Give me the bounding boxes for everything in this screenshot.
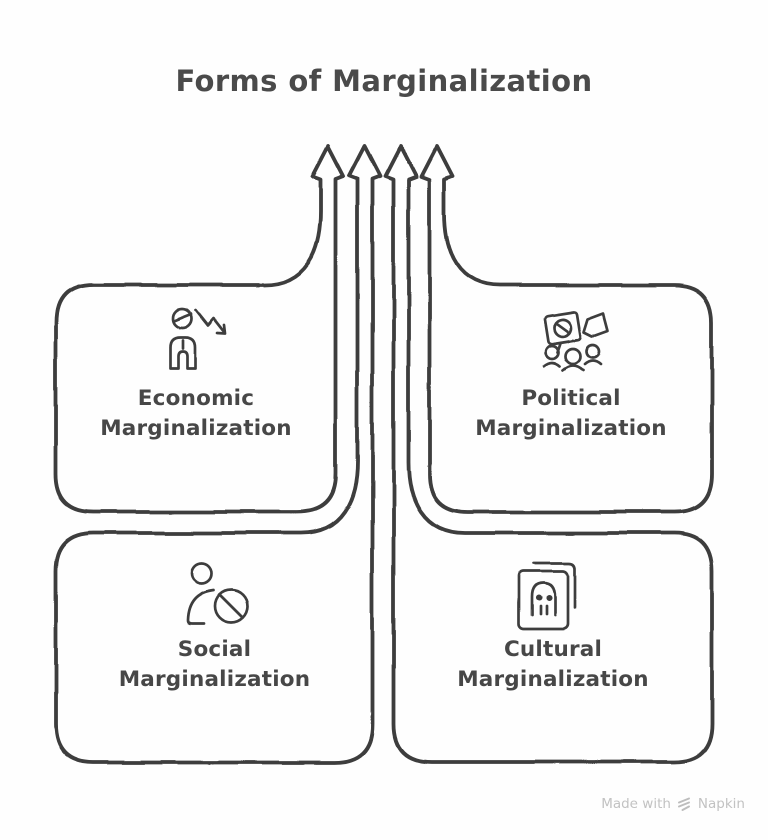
node-label-political: Political Marginalization <box>475 386 667 441</box>
node-cultural-shape <box>383 144 714 764</box>
node-economic-shape <box>54 144 346 514</box>
napkin-logo-icon <box>677 797 690 811</box>
excluded-person-icon <box>185 561 249 626</box>
napkin-watermark[interactable]: Made with Napkin <box>601 796 745 812</box>
node-social-shape <box>54 144 383 764</box>
node-label-cultural: Cultural Marginalization <box>457 637 649 692</box>
declining-person-icon <box>168 307 227 370</box>
watermark-prefix: Made with <box>601 796 671 812</box>
node-political-shape <box>419 144 714 514</box>
page-title: Forms of Marginalization <box>175 64 593 98</box>
watermark-brand: Napkin <box>697 796 745 812</box>
node-label-economic: Economic Marginalization <box>100 386 292 441</box>
mask-portrait-icon <box>517 561 577 631</box>
protest-crowd-icon <box>542 310 610 372</box>
node-label-social: Social Marginalization <box>118 637 311 692</box>
